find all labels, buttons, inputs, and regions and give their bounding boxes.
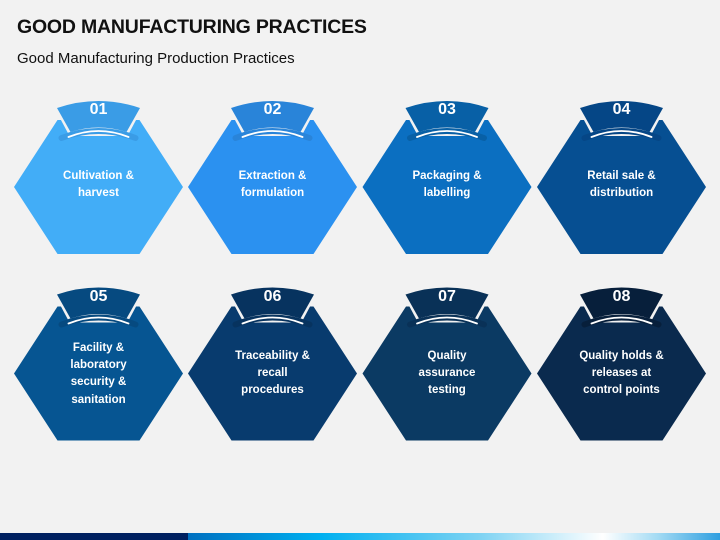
step-label-line: control points [583, 384, 660, 397]
tab-arc-line [67, 130, 130, 138]
step-card[interactable] [14, 285, 183, 441]
step-number: 02 [263, 101, 282, 118]
tab-arc-line [416, 316, 478, 325]
step-label-line: Quality holds & [579, 349, 664, 362]
tab-arc-line [590, 130, 653, 138]
hexagon-shape [14, 306, 183, 441]
step-label: Cultivation & harvest [34, 168, 164, 203]
tab-arc-line [241, 316, 304, 325]
step-label: Retail sale & distribution [557, 168, 687, 203]
page-subtitle: Good Manufacturing Production Practices [17, 50, 295, 67]
number-tab [57, 101, 140, 132]
step-number: 05 [89, 287, 108, 305]
number-tab [580, 101, 663, 132]
step-label-line: Quality [427, 349, 467, 362]
step-card[interactable] [188, 285, 357, 441]
step-label-line: Facility & [72, 341, 125, 354]
step-label: Traceability & recall procedures [208, 348, 338, 400]
step-label: Quality holds & releases at control points [557, 348, 687, 400]
tab-arc-line [241, 130, 304, 138]
tab-arc-line [416, 130, 478, 138]
step-label-line: security & [70, 376, 127, 389]
step-label-line: releases at [591, 366, 652, 379]
number-tab [231, 101, 314, 132]
hexagon-shape [362, 120, 532, 254]
number-tab [57, 287, 140, 319]
page-title: GOOD MANUFACTURING PRACTICES [17, 16, 367, 38]
step-card[interactable] [362, 99, 532, 254]
tab-arc-line [67, 316, 130, 325]
step-label-line: harvest [78, 187, 119, 200]
step-label-line: testing [428, 384, 466, 397]
step-number: 04 [612, 101, 631, 118]
tab-arc-line [590, 316, 653, 325]
step-label: Quality assurance testing [382, 348, 512, 400]
step-number: 08 [612, 287, 631, 305]
number-tab [405, 101, 489, 132]
hexagon-shape [362, 306, 532, 441]
step-label-line: Extraction & [238, 170, 307, 182]
step-label: Facility & laboratory security & sanitation [34, 340, 164, 410]
step-label-line: Cultivation & [63, 170, 134, 182]
step-label-line: formulation [240, 187, 305, 200]
number-tab [580, 287, 663, 319]
bottom-bar-navy-segment [0, 533, 188, 540]
step-card[interactable] [188, 99, 357, 254]
step-card[interactable] [537, 285, 706, 441]
step-label-line: Traceability & [235, 349, 310, 362]
bottom-accent-bar [0, 533, 720, 540]
step-label-line: sanitation [71, 393, 126, 406]
step-label: Packaging & labelling [382, 168, 512, 203]
step-card[interactable] [537, 99, 706, 254]
hexagon-shape [188, 120, 357, 254]
hexagon-shape [14, 120, 183, 254]
step-number: 03 [438, 101, 456, 118]
step-card[interactable] [362, 285, 532, 441]
step-label-line: assurance [418, 366, 476, 379]
step-label-line: labelling [423, 187, 471, 200]
step-label: Extraction & formulation [208, 168, 338, 203]
step-label-line: recall [257, 366, 288, 379]
hexagon-shape [537, 306, 706, 441]
step-label-line: laboratory [70, 358, 127, 371]
step-number: 06 [263, 287, 282, 305]
step-label-line: distribution [589, 187, 654, 200]
hexagon-shape [188, 306, 357, 441]
step-number: 07 [438, 287, 456, 305]
hexagon-shape [537, 120, 706, 254]
step-label-line: Packaging & [412, 170, 482, 182]
number-tab [405, 287, 489, 319]
number-tab [231, 287, 314, 319]
step-number: 01 [89, 101, 108, 118]
bottom-bar-gradient-segment [188, 533, 720, 540]
step-card[interactable] [14, 99, 183, 254]
step-label-line: procedures [241, 384, 304, 397]
step-label-line: Retail sale & [587, 170, 656, 182]
